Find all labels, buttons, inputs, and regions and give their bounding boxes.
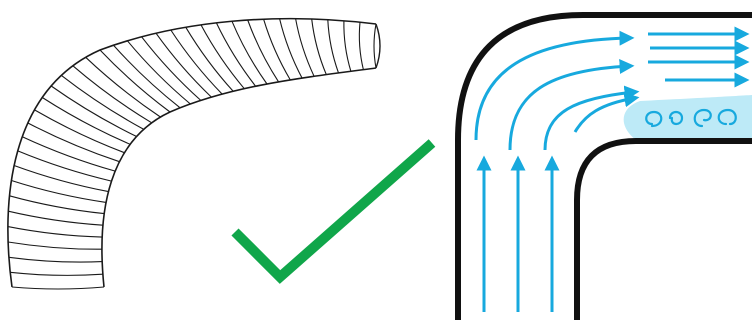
- duct-outer-edge: [7, 17, 377, 288]
- turbulence-region: [623, 95, 752, 140]
- approval-checkmark: [231, 139, 436, 284]
- duct-ridge: [343, 20, 352, 72]
- duct-ridge: [170, 29, 223, 95]
- airflow-arrows: [474, 26, 750, 312]
- duct-ridge: [72, 65, 152, 124]
- duct-airflow-diagram: [455, 12, 752, 320]
- duct-end-cap: [375, 23, 381, 69]
- duct-ridge: [7, 226, 103, 238]
- flexible-duct-illustration: [7, 17, 381, 290]
- duct-ridge: [247, 19, 280, 83]
- turbulence-swirl: [693, 108, 712, 128]
- duct-ridge: [11, 286, 105, 290]
- duct-ridge: [185, 27, 234, 92]
- duct-ridge: [99, 49, 171, 113]
- duct-ridge: [215, 22, 257, 87]
- duct-ridge: [279, 18, 303, 79]
- duct-ridge: [155, 32, 212, 98]
- duct-ridge: [13, 164, 109, 193]
- duct-ridge: [358, 22, 364, 70]
- turning-airflow-arrow: [543, 85, 640, 151]
- duct-ridge: [27, 122, 120, 163]
- turning-airflow-arrow: [573, 92, 640, 133]
- duct-ridge: [42, 97, 131, 145]
- duct-ridge: [373, 23, 377, 69]
- duct-ridge: [141, 36, 202, 101]
- duct-ridge: [17, 150, 112, 182]
- duct-ridge: [231, 21, 268, 85]
- duct-ridge: [8, 210, 103, 226]
- turning-airflow-arrow: [508, 59, 635, 151]
- duct-ridge: [327, 19, 340, 74]
- turbulence-swirl: [645, 110, 663, 128]
- duct-ridge: [295, 18, 315, 77]
- turbulence-swirl: [717, 108, 737, 126]
- duct-inner-wall: [574, 138, 752, 320]
- duct-ridge: [200, 24, 245, 90]
- duct-ridge: [113, 44, 181, 109]
- duct-outer-wall: [455, 12, 752, 320]
- duct-ridge: [8, 256, 103, 263]
- checkmark-icon: [231, 139, 436, 284]
- duct-ridge: [61, 74, 144, 130]
- duct-ridge: [263, 19, 291, 81]
- turbulence-swirls: [645, 108, 737, 128]
- duct-ridge: [85, 56, 161, 118]
- duct-ridges: [7, 18, 381, 290]
- duct-ridge: [22, 136, 116, 172]
- duct-ridge: [34, 109, 125, 154]
- duct-ridge: [8, 241, 102, 250]
- turning-airflow-arrow: [474, 30, 635, 141]
- duct-inner-edge: [101, 67, 377, 288]
- duct-ridge: [10, 271, 103, 276]
- duct-ridge: [311, 18, 327, 75]
- duct-ridge: [11, 179, 107, 203]
- duct-ridge: [126, 40, 191, 105]
- turbulence-swirl: [668, 110, 684, 126]
- duct-ridge: [9, 195, 105, 215]
- duct-ridge: [50, 85, 137, 137]
